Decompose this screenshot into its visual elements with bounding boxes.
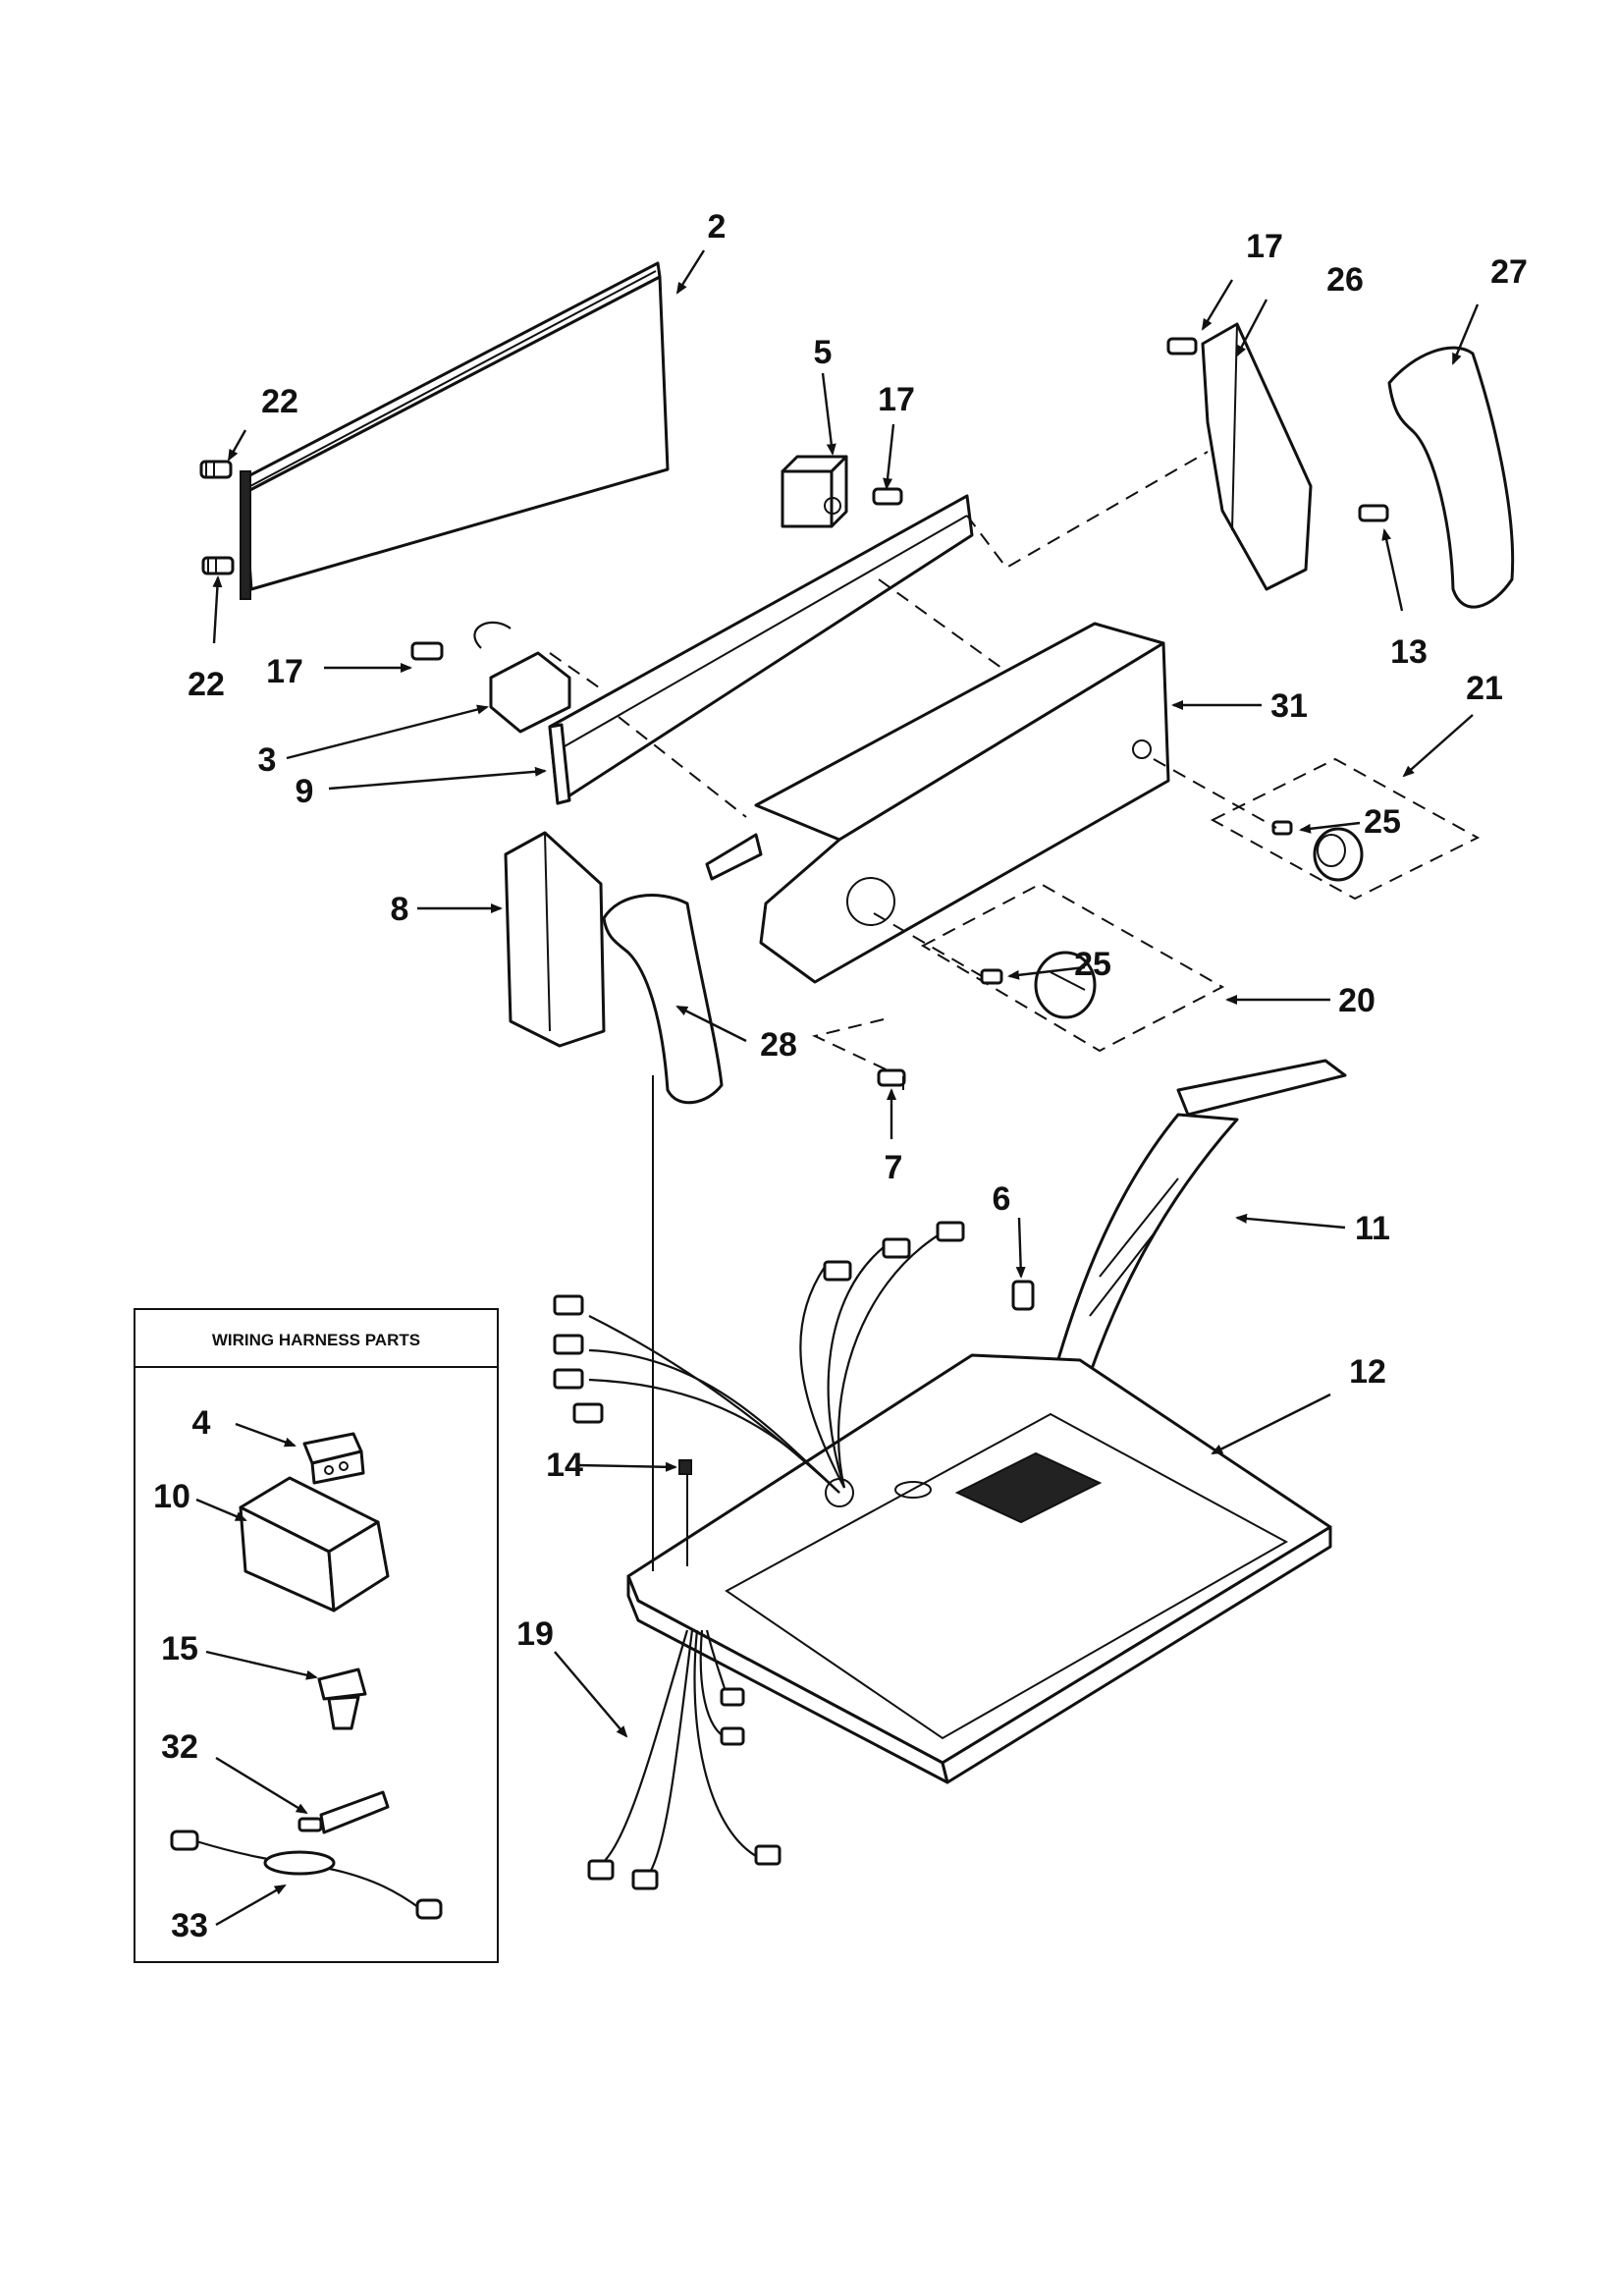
screw-part-7 — [877, 1068, 906, 1087]
callout-14: 14 — [546, 1447, 583, 1484]
knob-group-20-boundary — [920, 882, 1225, 1053]
callout-31: 31 — [1270, 687, 1308, 725]
switch-part-5 — [781, 455, 848, 528]
legend-callout-15: 15 — [161, 1630, 198, 1667]
callout-11: 11 — [1355, 1210, 1390, 1247]
callout-22-bottom: 22 — [188, 666, 225, 703]
legend-part-4 — [302, 1432, 365, 1485]
screw-part-22-top — [199, 460, 233, 479]
console-housing-part-31 — [705, 622, 1170, 984]
clip-part-14 — [678, 1459, 692, 1475]
legend-callout-4: 4 — [192, 1404, 211, 1442]
clip-part-25-center — [980, 968, 1003, 985]
callout-2: 2 — [708, 208, 727, 246]
screw-part-22-bottom — [201, 556, 235, 575]
legend-title: WIRING HARNESS PARTS — [212, 1331, 420, 1349]
legend-part-33 — [170, 1830, 443, 1920]
callout-5: 5 — [814, 334, 833, 371]
callout-25-right: 25 — [1364, 803, 1401, 841]
screw-part-13 — [1358, 504, 1389, 522]
wiring-harness-legend: WIRING HARNESS PARTS — [134, 1308, 499, 1963]
callout-19: 19 — [516, 1615, 554, 1653]
knob-group-21-boundary — [1210, 757, 1481, 901]
callout-26: 26 — [1326, 261, 1364, 299]
switch-part-3 — [473, 621, 571, 734]
screw-part-17-center — [872, 487, 903, 506]
callout-9: 9 — [296, 773, 314, 810]
legend-callout-33: 33 — [171, 1907, 208, 1944]
legend-part-10 — [239, 1476, 390, 1613]
knob-group-20-leader-dash — [812, 1018, 899, 1076]
back-panel-part — [240, 261, 670, 600]
callout-labels: 2 22 22 5 17 17 17 26 27 13 31 21 25 25 … — [153, 208, 1528, 1944]
end-bracket-part-26 — [1201, 322, 1313, 591]
legend-part-32 — [297, 1790, 390, 1834]
callout-22-top: 22 — [261, 383, 298, 420]
screw-part-6 — [1011, 1280, 1035, 1311]
legend-callout-10: 10 — [153, 1478, 190, 1515]
end-cap-part-27 — [1387, 346, 1515, 609]
screw-part-17-left — [410, 641, 444, 661]
callout-6: 6 — [993, 1180, 1011, 1218]
callout-17-right: 17 — [1246, 228, 1283, 265]
callout-12: 12 — [1349, 1353, 1386, 1391]
control-bracket-part-9 — [548, 494, 974, 805]
callout-20: 20 — [1338, 982, 1375, 1019]
end-cap-part-28 — [602, 894, 724, 1105]
assembly-dash-lines — [549, 451, 1277, 1571]
callout-25-center: 25 — [1074, 946, 1111, 983]
callout-28: 28 — [760, 1026, 797, 1064]
callout-8: 8 — [391, 891, 409, 928]
wire-harness-top — [553, 1221, 965, 1494]
callout-3: 3 — [258, 741, 277, 779]
wire-harness-part-19 — [587, 1629, 782, 1890]
callout-13: 13 — [1390, 633, 1428, 671]
callout-21: 21 — [1466, 670, 1503, 707]
callout-17-center: 17 — [878, 381, 915, 418]
clip-part-25-right — [1271, 820, 1293, 836]
callout-27: 27 — [1490, 253, 1528, 291]
end-bracket-part-8 — [504, 831, 606, 1048]
legend-callout-32: 32 — [161, 1728, 198, 1766]
top-panel-part-12 — [626, 1353, 1332, 1784]
leader-lines — [195, 249, 1480, 1927]
knob-part-21 — [1313, 827, 1364, 882]
callout-17-left: 17 — [266, 653, 303, 690]
lint-screen-part-11 — [1039, 1059, 1347, 1426]
screw-part-17-right — [1166, 337, 1198, 355]
legend-part-15 — [317, 1667, 367, 1730]
callout-7: 7 — [885, 1149, 903, 1186]
